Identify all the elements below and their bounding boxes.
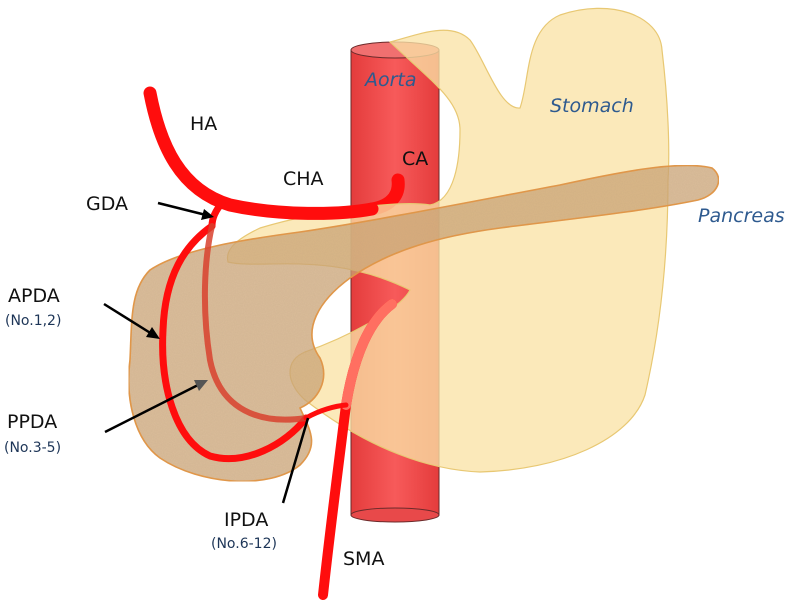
gda-arrowhead <box>201 209 214 220</box>
ipda-label: IPDA <box>224 509 268 531</box>
ppda-arrow <box>104 382 201 434</box>
apda-label: APDA <box>8 285 60 307</box>
sma-upper-vessel <box>341 299 397 410</box>
ca-label: CA <box>402 148 428 170</box>
ipda-pointer <box>281 417 310 504</box>
ppda-arrowhead <box>194 380 208 391</box>
arteries <box>143 86 397 600</box>
pancreas <box>127 164 720 483</box>
labels: Aorta Stomach Pancreas HA CA CHA GDA SMA… <box>4 69 785 570</box>
sma-label: SMA <box>343 548 384 570</box>
ha-cha-vessel <box>143 86 379 220</box>
apda-vessel <box>159 222 310 463</box>
gda-arrow <box>157 201 207 217</box>
ppda-sublabel: (No.3-5) <box>4 440 61 456</box>
ppda-vessel <box>201 223 309 423</box>
apda-sublabel: (No.1,2) <box>5 313 61 329</box>
ppda-label: PPDA <box>7 411 57 433</box>
apda-arrowhead <box>146 327 160 339</box>
ipda-vessel <box>303 402 349 421</box>
ipda-sublabel: (No.6-12) <box>211 536 277 552</box>
pointer-arrows <box>103 201 310 504</box>
cha-label: CHA <box>283 168 324 190</box>
apda-arrow <box>103 302 153 336</box>
pancreas-label: Pancreas <box>698 205 785 227</box>
aorta-label: Aorta <box>363 69 417 91</box>
gda-label: GDA <box>86 193 128 215</box>
gda-vessel <box>208 199 226 230</box>
stomach-label: Stomach <box>550 95 634 117</box>
ha-label: HA <box>190 113 217 135</box>
